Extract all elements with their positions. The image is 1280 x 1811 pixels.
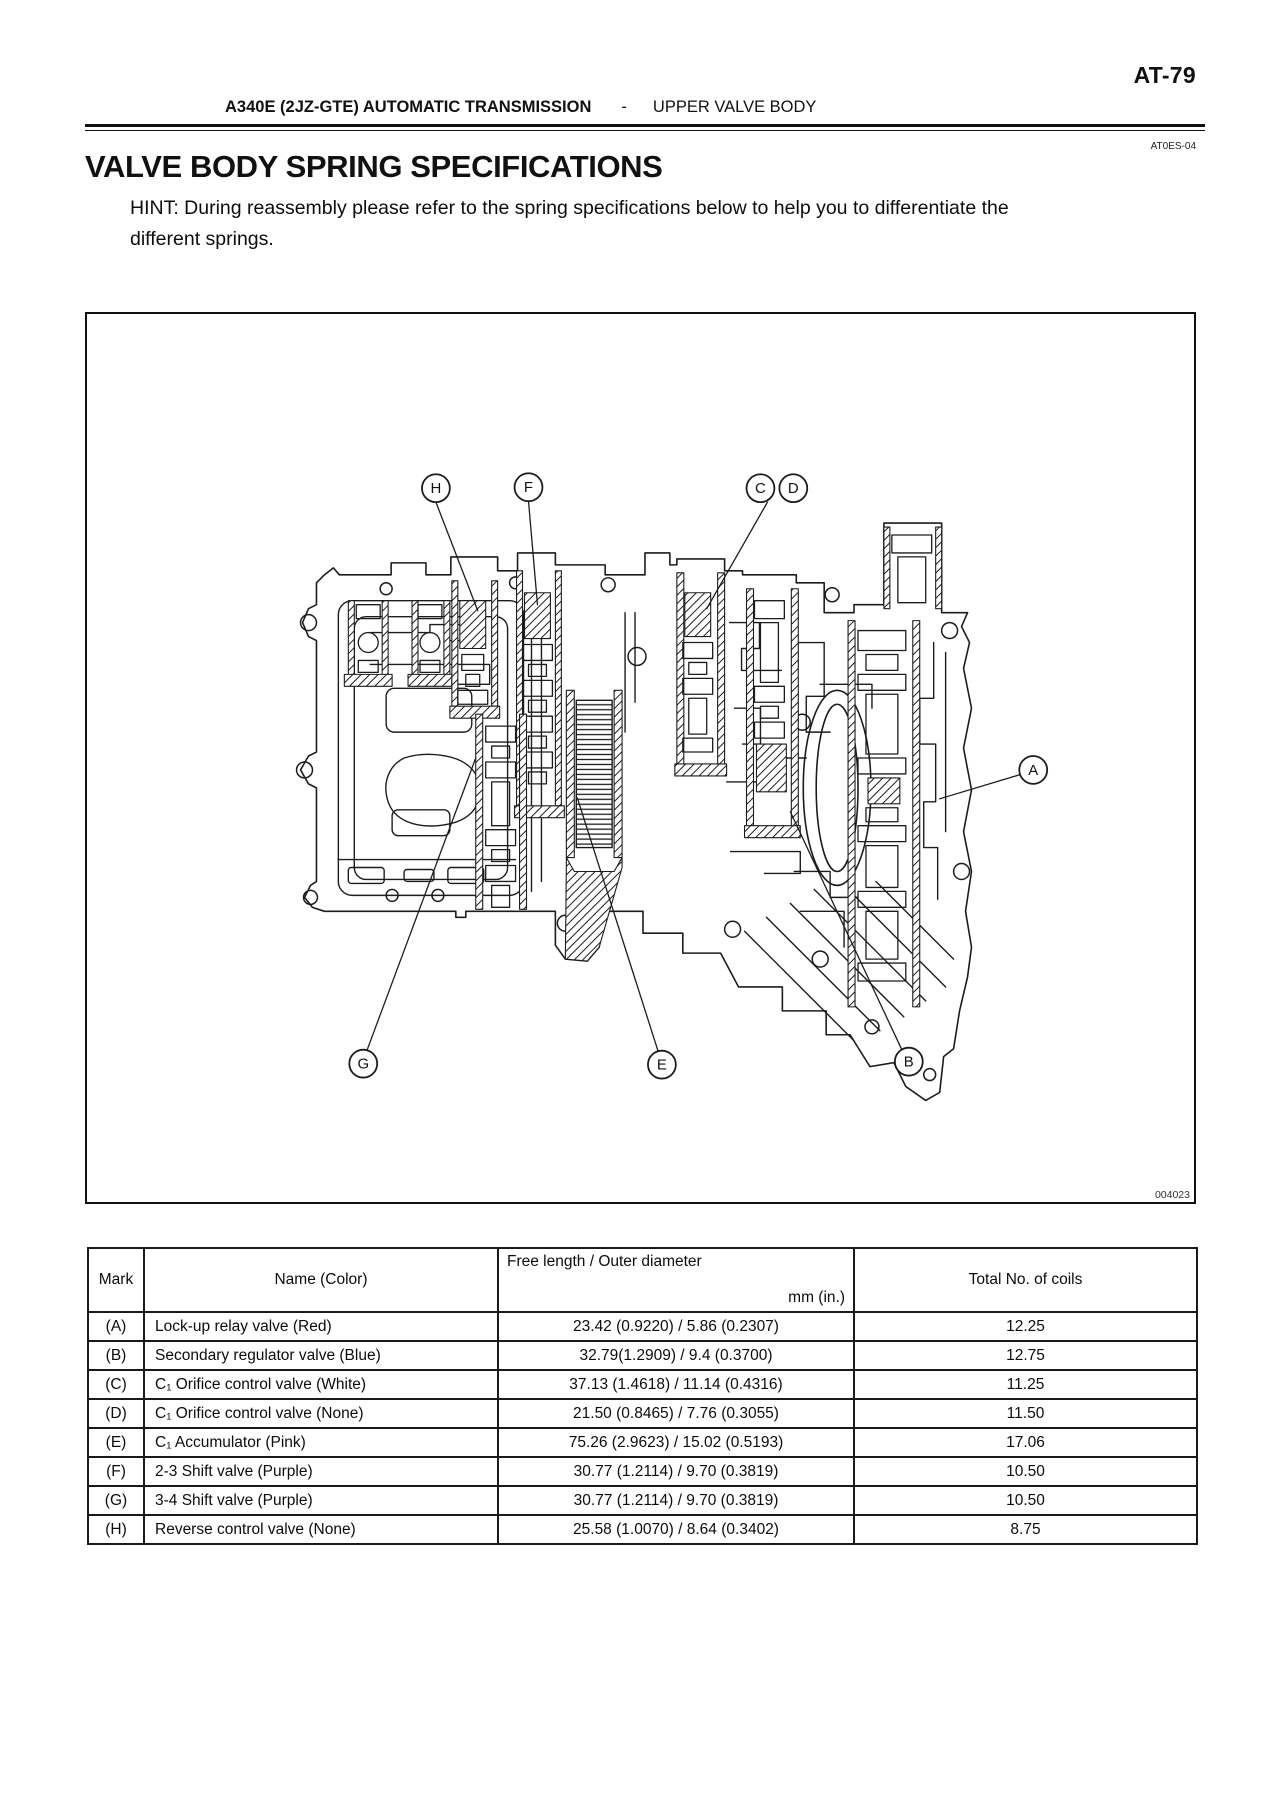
callout-H: H <box>431 480 442 497</box>
cell-mark: (E) <box>87 1427 145 1458</box>
valve-C-orifice-control <box>674 572 728 777</box>
callout-leader-lines <box>366 500 1020 1052</box>
cell-name: C₁ Accumulator (Pink) <box>143 1427 499 1458</box>
col-header-coils: Total No. of coils <box>853 1247 1198 1313</box>
callout-C: C <box>755 480 766 497</box>
cell-total-coils: 10.50 <box>853 1485 1198 1516</box>
hydraulic-passages <box>337 600 955 1042</box>
spec-table-row: (D) C₁ Orifice control valve (None) 21.5… <box>87 1398 1198 1429</box>
spec-table-row: (A) Lock-up relay valve (Red) 23.42 (0.9… <box>87 1311 1198 1342</box>
cell-free-length: 25.58 (1.0070) / 8.64 (0.3402) <box>497 1514 855 1545</box>
page-title: VALVE BODY SPRING SPECIFICATIONS <box>85 149 663 184</box>
page-number: AT-79 <box>1133 62 1196 88</box>
header-dash: - <box>621 98 627 116</box>
col-header-name: Name (Color) <box>143 1247 499 1313</box>
callout-B: B <box>904 1054 914 1071</box>
spec-table-row: (C) C₁ Orifice control valve (White) 37.… <box>87 1369 1198 1400</box>
col-header-free-length-unit: mm (in.) <box>788 1289 845 1306</box>
cell-free-length: 30.77 (1.2114) / 9.70 (0.3819) <box>497 1456 855 1487</box>
valve-D-orifice-control <box>743 588 801 839</box>
table-header-row: Mark Name (Color) Free length / Outer di… <box>87 1247 1198 1313</box>
spec-table-row: (B) Secondary regulator valve (Blue) 32.… <box>87 1340 1198 1371</box>
header-section-title: A340E (2JZ-GTE) AUTOMATIC TRANSMISSION <box>225 98 592 116</box>
oval-opening <box>802 689 872 887</box>
cell-name: Lock-up relay valve (Red) <box>143 1311 499 1342</box>
valve-H-reverse-control <box>449 580 501 719</box>
callout-bubbles <box>348 472 1049 1080</box>
cell-name: 2-3 Shift valve (Purple) <box>143 1456 499 1487</box>
cell-total-coils: 8.75 <box>853 1514 1198 1545</box>
callout-F: F <box>524 479 533 496</box>
col-header-free-length-label: Free length / Outer diameter <box>507 1253 702 1270</box>
valve-AB-right-assembly <box>847 620 921 1008</box>
header-rule-thin <box>85 130 1205 131</box>
cell-mark: (G) <box>87 1485 145 1516</box>
cell-total-coils: 10.50 <box>853 1456 1198 1487</box>
hint-line-2: different springs. <box>130 227 274 250</box>
cell-name: Reverse control valve (None) <box>143 1514 499 1545</box>
cell-total-coils: 17.06 <box>853 1427 1198 1458</box>
spec-table-row: (F) 2-3 Shift valve (Purple) 30.77 (1.21… <box>87 1456 1198 1487</box>
cell-mark: (A) <box>87 1311 145 1342</box>
callout-D: D <box>788 480 799 497</box>
cell-free-length: 30.77 (1.2114) / 9.70 (0.3819) <box>497 1485 855 1516</box>
cell-mark: (B) <box>87 1340 145 1371</box>
cell-free-length: 32.79(1.2909) / 9.4 (0.3700) <box>497 1340 855 1371</box>
cell-mark: (D) <box>87 1398 145 1429</box>
cell-total-coils: 11.25 <box>853 1369 1198 1400</box>
cell-total-coils: 12.75 <box>853 1340 1198 1371</box>
cell-mark: (C) <box>87 1369 145 1400</box>
spec-table-row: (E) C₁ Accumulator (Pink) 75.26 (2.9623)… <box>87 1427 1198 1458</box>
valve-body-figure: H F C D A G E B 004023 <box>85 312 1196 1204</box>
doc-code: AT0ES-04 <box>1150 141 1196 152</box>
running-header: A340E (2JZ-GTE) AUTOMATIC TRANSMISSION - U… <box>225 98 816 117</box>
hint-text: HINT: During reassembly please refer to … <box>130 193 1009 254</box>
cell-mark: (H) <box>87 1514 145 1545</box>
callout-G: G <box>357 1056 369 1073</box>
cell-free-length: 21.50 (0.8465) / 7.76 (0.3055) <box>497 1398 855 1429</box>
cell-name: C₁ Orifice control valve (White) <box>143 1369 499 1400</box>
cell-free-length: 75.26 (2.9623) / 15.02 (0.5193) <box>497 1427 855 1458</box>
cell-name: C₁ Orifice control valve (None) <box>143 1398 499 1429</box>
valve-body-diagram: H F C D A G E B <box>295 472 1049 1102</box>
cell-mark: (F) <box>87 1456 145 1487</box>
header-subsection-title: UPPER VALVE BODY <box>652 98 817 116</box>
cell-name: Secondary regulator valve (Blue) <box>143 1340 499 1371</box>
cell-total-coils: 11.50 <box>853 1398 1198 1429</box>
spec-table-row: (H) Reverse control valve (None) 25.58 (… <box>87 1514 1198 1545</box>
valve-G-3-4-shift <box>475 713 528 910</box>
col-header-mark: Mark <box>87 1247 145 1313</box>
figure-number: 004023 <box>1154 1189 1190 1201</box>
callout-E: E <box>657 1057 667 1074</box>
valve-assemblies <box>343 526 943 1008</box>
spec-table-row: (G) 3-4 Shift valve (Purple) 30.77 (1.21… <box>87 1485 1198 1516</box>
col-header-free-length: Free length / Outer diameter mm (in.) <box>497 1247 855 1313</box>
valve-E-accumulator <box>564 689 623 962</box>
valve-F-2-3-shift <box>514 570 565 819</box>
callout-A: A <box>1028 762 1038 779</box>
cell-total-coils: 12.25 <box>853 1311 1198 1342</box>
cell-free-length: 23.42 (0.9220) / 5.86 (0.2307) <box>497 1311 855 1342</box>
valve-body-outline <box>299 522 973 1102</box>
header-rule-thick <box>85 124 1205 127</box>
spring-spec-table: Mark Name (Color) Free length / Outer di… <box>87 1247 1198 1545</box>
cell-name: 3-4 Shift valve (Purple) <box>143 1485 499 1516</box>
hint-line-1: HINT: During reassembly please refer to … <box>130 197 1009 219</box>
cell-free-length: 37.13 (1.4618) / 11.14 (0.4316) <box>497 1369 855 1400</box>
top-right-tower <box>883 526 943 610</box>
